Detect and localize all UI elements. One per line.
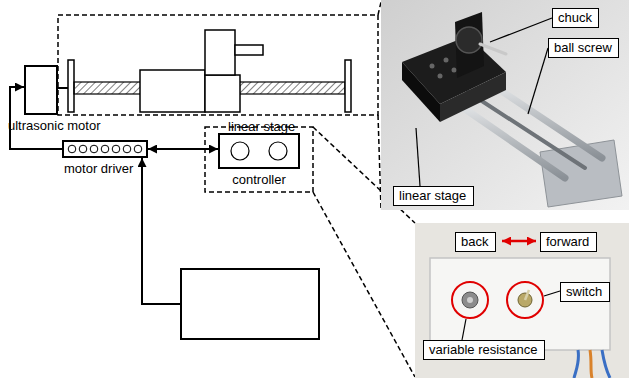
stage-photo xyxy=(480,44,506,54)
driver-indicators xyxy=(101,145,109,153)
controller-photo xyxy=(415,223,629,378)
callout-text: linear stage xyxy=(399,188,468,203)
leader-line xyxy=(490,18,552,42)
controller-photo xyxy=(430,258,610,350)
zoom-frame xyxy=(378,115,381,209)
linear-stage-drawing xyxy=(68,60,74,112)
controller-box: controller xyxy=(218,133,300,169)
callout-text: ball screw xyxy=(554,40,613,55)
driver-indicators xyxy=(68,145,76,153)
linear-stage-drawing xyxy=(58,30,351,112)
callout-label: back xyxy=(455,232,496,252)
controller-photo xyxy=(462,319,466,340)
controller-photo xyxy=(452,282,488,318)
controller-photo xyxy=(462,292,478,308)
linear-stage-drawing xyxy=(205,75,240,112)
stage-photo xyxy=(440,72,506,122)
controller-knobs xyxy=(231,142,287,160)
stage-photo xyxy=(381,0,629,210)
zoom-frame xyxy=(378,2,381,15)
zoom-frame xyxy=(58,2,381,209)
stage-photo xyxy=(456,27,482,53)
callout-text: variable resistance xyxy=(429,342,539,357)
controller-knobs xyxy=(231,142,249,160)
stage-photo xyxy=(444,58,449,63)
leader-line xyxy=(416,128,420,186)
leader-line xyxy=(416,18,552,186)
driver-indicators xyxy=(68,145,142,153)
part-name: ultrasonic motor xyxy=(8,118,100,133)
linear-stage-drawing xyxy=(58,87,68,89)
stage-photo xyxy=(468,92,585,168)
part-name: controller xyxy=(220,172,298,187)
callout-text: forward xyxy=(546,234,591,249)
callout-label: forward xyxy=(540,232,597,252)
signal-wire xyxy=(142,158,180,304)
leader-line xyxy=(528,48,548,114)
zoom-frame xyxy=(313,192,415,377)
controller-photo xyxy=(602,350,610,378)
stage-photo xyxy=(452,68,457,73)
controller-photo xyxy=(507,282,543,318)
stage-photo xyxy=(430,64,435,69)
driver-indicators xyxy=(134,145,142,153)
controller-photo xyxy=(574,350,579,378)
motor-box: ultrasonic motor xyxy=(24,65,58,115)
part-label: linear stage xyxy=(228,119,295,134)
stage-photo xyxy=(381,0,629,210)
callout-label: variable resistance xyxy=(423,340,545,360)
linear-stage-drawing xyxy=(205,30,235,75)
stage-photo xyxy=(452,100,565,178)
linear-stage-drawing xyxy=(345,60,351,112)
driver-indicators xyxy=(90,145,98,153)
part-name: motor driver xyxy=(64,161,133,176)
callout-label: linear stage xyxy=(393,186,474,206)
callout-label: ball screw xyxy=(548,38,619,58)
callout-label: chuck xyxy=(552,8,599,28)
driver-indicators xyxy=(79,145,87,153)
stage-photo xyxy=(402,62,440,122)
callout-text: chuck xyxy=(558,10,593,25)
controller-photo xyxy=(590,350,592,378)
zoom-frame xyxy=(205,127,313,192)
stage-photo xyxy=(540,140,622,207)
stage-photo xyxy=(438,74,443,79)
controller-photo xyxy=(415,223,629,378)
driver-box: motor driver xyxy=(62,140,148,158)
controller-photo xyxy=(502,240,536,243)
controller-photo xyxy=(525,290,529,300)
callout-text: back xyxy=(461,234,490,249)
linear-stage-drawing xyxy=(140,70,205,112)
power-box xyxy=(180,268,320,340)
stage-photo xyxy=(485,80,602,158)
linear-stage-drawing xyxy=(235,45,263,55)
signal-wire xyxy=(148,148,218,150)
controller-photo xyxy=(544,291,560,296)
driver-indicators xyxy=(123,145,131,153)
controller-knobs xyxy=(269,142,287,160)
zoom-frame xyxy=(58,15,378,115)
callout-label: switch xyxy=(560,282,610,302)
driver-indicators xyxy=(112,145,120,153)
callout-text: switch xyxy=(566,284,604,299)
controller-photo xyxy=(467,297,473,303)
